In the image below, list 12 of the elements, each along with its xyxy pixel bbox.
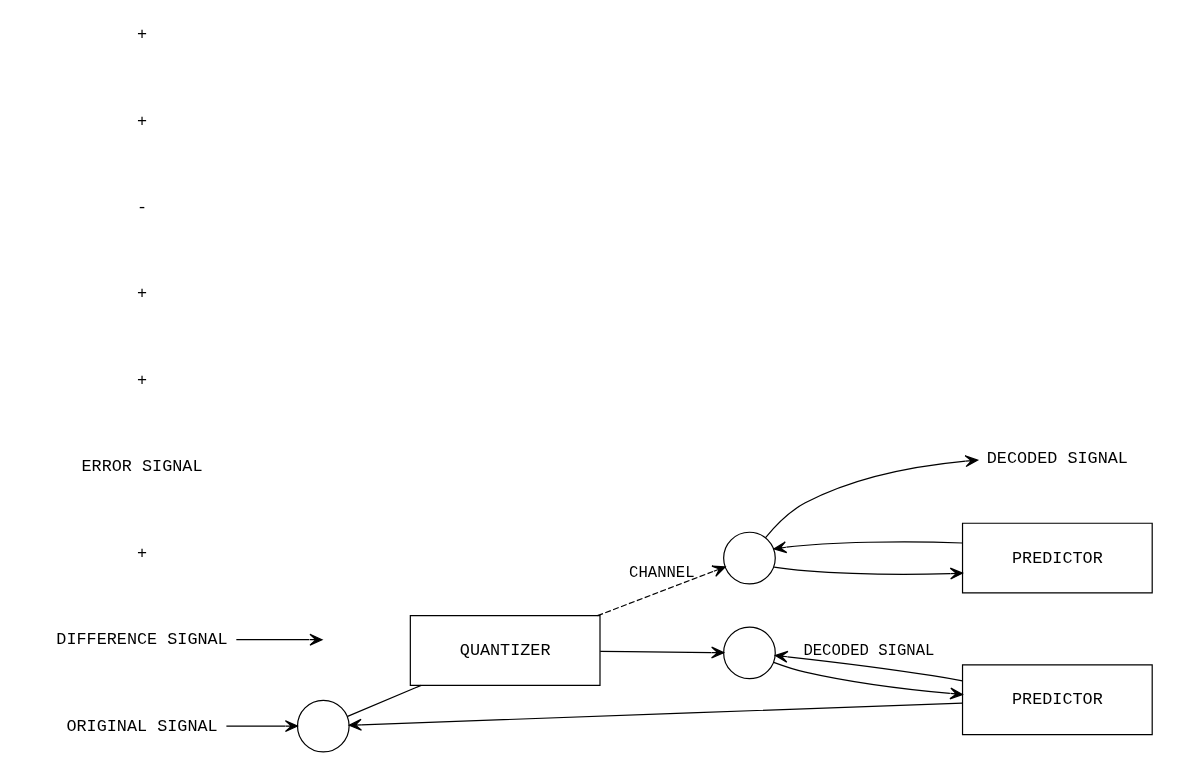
- edge-label: DECODED SIGNAL: [803, 641, 935, 660]
- node-text: DECODED SIGNAL: [986, 448, 1128, 468]
- label: +: [136, 543, 148, 563]
- label: +: [136, 370, 148, 390]
- edge-label: CHANNEL: [629, 563, 695, 582]
- label: +: [136, 25, 148, 45]
- node-text: DIFFERENCE SIGNAL: [56, 630, 228, 650]
- label: +: [136, 111, 148, 131]
- label: +: [136, 284, 148, 304]
- label: ERROR SIGNAL: [81, 457, 203, 477]
- label: -: [136, 197, 148, 217]
- node-text: ORIGINAL SIGNAL: [66, 716, 218, 736]
